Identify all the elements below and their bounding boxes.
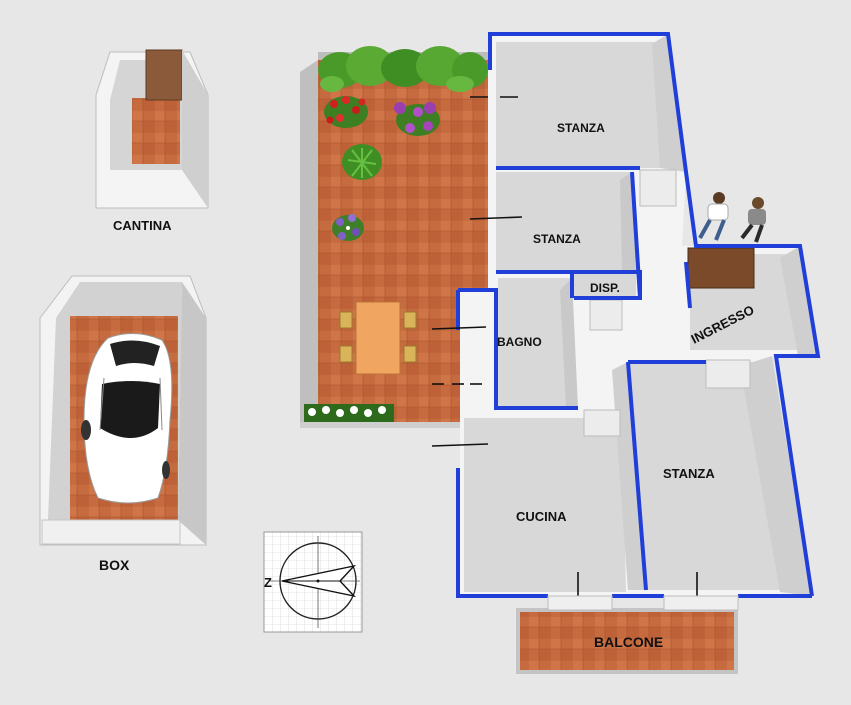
entrance-door [687, 247, 755, 289]
cantina-room [95, 49, 209, 209]
hedge-plants [318, 46, 488, 92]
balcony [516, 595, 739, 674]
purple-flowers-icon [394, 102, 440, 136]
car-icon [81, 333, 173, 504]
violet-flowers-icon [332, 214, 364, 241]
bagno-label: BAGNO [497, 335, 542, 349]
people-icon [698, 192, 766, 243]
stanza-2-label: STANZA [533, 232, 581, 246]
compass-icon [263, 531, 363, 633]
box-label: BOX [99, 557, 130, 573]
compass-letter: Z [264, 575, 272, 590]
balcone-label: BALCONE [594, 634, 663, 650]
dining-table-icon [339, 301, 417, 375]
cucina-label: CUCINA [516, 509, 567, 524]
red-flowers-icon [324, 96, 368, 128]
apartment-walls [456, 32, 821, 598]
cantina-label: CANTINA [113, 218, 172, 233]
disp-label: DISP. [590, 281, 620, 295]
apartment-floor [460, 34, 818, 596]
stanza-3-label: STANZA [663, 466, 715, 481]
white-flowers-planter-icon [304, 404, 394, 422]
green-plant-icon [342, 144, 382, 180]
stanza-1-label: STANZA [557, 121, 605, 135]
